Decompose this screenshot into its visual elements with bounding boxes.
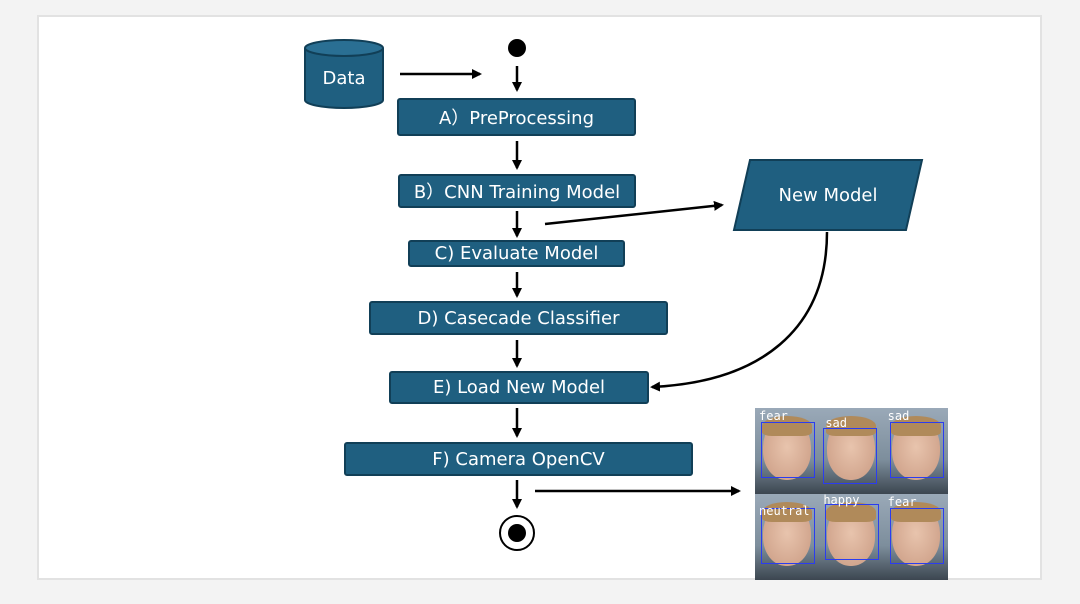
face-result: neutral (755, 494, 820, 580)
hair-shape (762, 416, 812, 436)
hair-shape (762, 502, 812, 522)
data-cylinder-shape (304, 39, 384, 109)
data-store-label: Data (322, 67, 366, 89)
emotion-label: sad (825, 416, 848, 430)
face-result: sad (883, 408, 948, 494)
emotion-label: sad (887, 409, 910, 423)
step-cascade-classifier: D) Casecade Classifier (369, 301, 668, 335)
detection-box (889, 422, 944, 478)
hair-shape (826, 416, 877, 436)
detection-box (889, 508, 944, 564)
hair-shape (826, 502, 877, 522)
new-model-label: New Model (778, 184, 878, 206)
arrow-b-to-new-model (544, 200, 724, 226)
step-preprocessing: A）PreProcessing (397, 98, 636, 136)
face-result: sad (819, 408, 884, 494)
hair-shape (890, 416, 941, 436)
detection-box (761, 422, 815, 478)
face-result: happy (819, 494, 884, 580)
detection-box (761, 508, 815, 564)
arrow-new-model-to-e (650, 231, 829, 392)
start-node (508, 39, 526, 57)
face-result: fear (883, 494, 948, 580)
emotion-results-image: fear sad sad neutral happy fear (755, 408, 948, 580)
hair-shape (890, 502, 941, 522)
emotion-label: fear (887, 495, 917, 509)
step-cnn-training: B）CNN Training Model (398, 174, 636, 208)
emotion-label: happy (823, 494, 860, 507)
end-node-core (508, 524, 526, 542)
new-model-parallelogram (732, 159, 924, 231)
face-result: fear (755, 408, 820, 494)
detection-box (823, 428, 878, 484)
emotion-label: neutral (759, 504, 810, 518)
step-camera-opencv: F) Camera OpenCV (344, 442, 693, 476)
step-evaluate-model: C) Evaluate Model (408, 240, 625, 267)
emotion-label: fear (759, 409, 788, 423)
detection-box (825, 504, 880, 560)
step-load-new-model: E) Load New Model (389, 371, 649, 404)
